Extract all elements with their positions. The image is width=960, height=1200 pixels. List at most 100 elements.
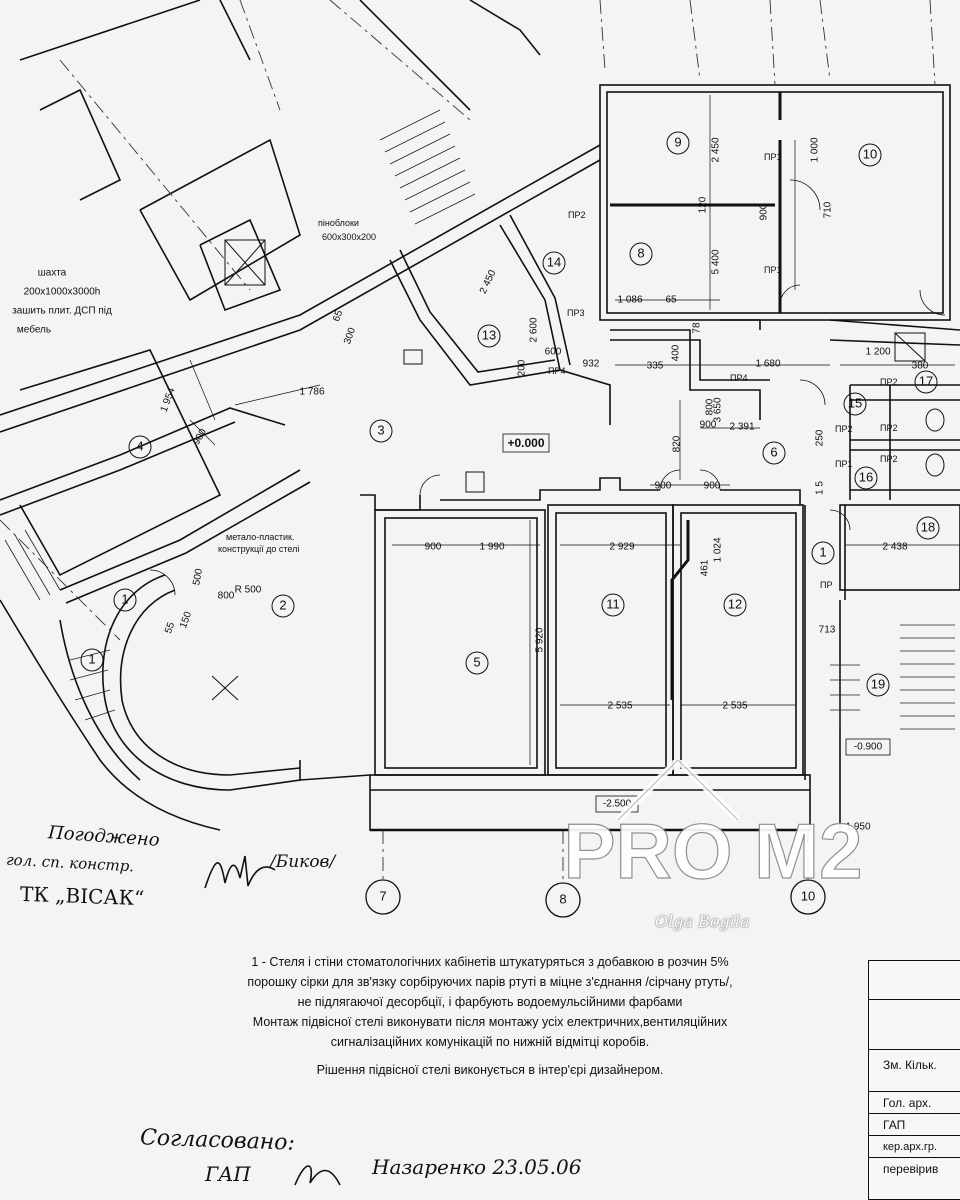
dim: 65 <box>331 309 345 324</box>
room-14-label: 14 <box>547 254 561 269</box>
note-line-5: сигналізаційних комунікацій по нижній ві… <box>330 1035 650 1049</box>
dim: 380 <box>912 361 929 372</box>
note-line-1: 1 - Стеля і стіни стоматологічних кабіне… <box>251 955 729 969</box>
axis-8-label: 8 <box>559 891 566 906</box>
note-line-3: не підлягаючої десорбції, і фарбують вод… <box>297 995 683 1009</box>
dim: 710 <box>823 201 834 218</box>
dim: 2 535 <box>722 701 747 712</box>
title-block-row5: перевірив <box>869 1157 960 1179</box>
dim: 2 929 <box>609 542 634 553</box>
room-circles <box>80 131 940 697</box>
door-tag: ПР2 <box>880 377 897 387</box>
foam-blocks-note: 600x300x200 <box>322 232 376 242</box>
room-3-label: 3 <box>377 422 384 437</box>
dim: 200 <box>517 359 528 376</box>
dim: 1 5 <box>815 481 826 495</box>
dim: 55 <box>163 621 177 636</box>
metal-plastic-note: метало-пластик. <box>226 532 295 542</box>
watermark-logo-text: PRO M2 <box>563 807 862 895</box>
plan-notes: шахта 200x1000x3000h зашить плит. ДСП пі… <box>12 218 376 596</box>
dim: 78 <box>692 322 703 334</box>
radius-note: R 500 <box>235 585 262 596</box>
title-block-row3: ГАП <box>869 1113 960 1135</box>
watermark-author: Olga Bogila <box>655 912 750 931</box>
handwritten-agreed-bottom-line3: Назаренко 23.05.06 <box>372 1155 582 1179</box>
note-line-6: Рішення підвісної стелі виконується в ін… <box>316 1063 664 1077</box>
dim: 932 <box>583 359 600 370</box>
room-labels: 1 2 3 4 5 6 8 9 10 11 12 13 14 15 16 17 … <box>88 134 935 691</box>
dim: 1 990 <box>479 542 504 553</box>
room-5-label: 5 <box>473 654 480 669</box>
title-block-blank <box>869 999 960 1049</box>
room-19-label: 19 <box>871 676 885 691</box>
dim: 500 <box>191 567 205 586</box>
room-2-label: 2 <box>279 597 286 612</box>
door-tag: ПР1 <box>764 265 781 275</box>
dim: 900 <box>700 420 717 431</box>
title-block: Зм. Кільк. Гол. арх. ГАП кер.арх.гр. пер… <box>868 960 960 1200</box>
center-cross <box>211 675 239 701</box>
door-tag: ПР4 <box>730 373 747 383</box>
dim: 2 535 <box>607 701 632 712</box>
general-notes: 1 - Стеля і стіни стоматологічних кабіне… <box>150 952 830 1080</box>
metal-plastic-note: конструкції до стелі <box>218 544 299 554</box>
room-11-label: 11 <box>606 596 620 611</box>
dim: 150 <box>178 610 194 630</box>
door-tag: ПР1 <box>764 152 781 162</box>
dim: 300 <box>342 326 358 346</box>
level-marks: +0.000 -2.500 -0.900 1.950 <box>502 433 891 833</box>
dim: 2 450 <box>711 137 722 162</box>
door-tag: ПР2 <box>568 210 585 220</box>
dim: 250 <box>815 429 826 446</box>
title-block-row2: Гол. арх. <box>869 1091 960 1113</box>
dim: 5 920 <box>535 627 546 652</box>
dim: 713 <box>819 625 836 636</box>
room-16-label: 16 <box>859 469 873 484</box>
door-tag: ПР2 <box>835 424 852 434</box>
handwritten-agreed-bottom-line2: ГАП <box>205 1162 251 1186</box>
stair-hatching <box>4 109 955 730</box>
axis-7-label: 7 <box>379 888 386 903</box>
dim: 900 <box>425 542 442 553</box>
axis-10-label: 10 <box>801 888 815 903</box>
room-15-label: 15 <box>848 395 862 410</box>
door-tag: ПР3 <box>567 308 584 318</box>
room-8-label: 8 <box>637 245 644 260</box>
level-minus-900: -0.900 <box>854 742 883 753</box>
dim: 2 450 <box>478 268 499 296</box>
note-line-4: Монтаж підвісної стелі виконувати після … <box>252 1015 728 1029</box>
room-1b-label: 1 <box>819 544 826 559</box>
fixtures <box>224 239 945 493</box>
dim: 1 000 <box>810 137 821 162</box>
door-tag: ПР4 <box>548 366 565 376</box>
door-tag: ПР1 <box>835 459 852 469</box>
dim: 820 <box>672 435 683 452</box>
walls <box>0 0 960 832</box>
room-9-label: 9 <box>674 134 681 149</box>
dim: 1 024 <box>713 537 724 562</box>
room-17-label: 17 <box>919 373 933 388</box>
handwritten-signature-name: /Биков/ <box>270 852 336 872</box>
door-tag: ПР2 <box>880 454 897 464</box>
signature-scribble-2 <box>294 1165 341 1186</box>
dim: 400 <box>671 344 682 361</box>
axis-dashed-lines <box>0 0 936 880</box>
dim: 65 <box>665 295 677 306</box>
shaft-note: мебель <box>17 324 51 336</box>
room-12-label: 12 <box>728 596 742 611</box>
door-tags: ПР1 ПР1 ПР2 ПР2 ПР3 ПР4 ПР4 ПР2 ПР2 ПР2 … <box>548 152 897 590</box>
handwritten-agreed-bottom-line1: Согласовано: <box>139 1125 296 1156</box>
room-18-label: 18 <box>921 519 935 534</box>
dim: 120 <box>698 196 709 213</box>
dim: 2 391 <box>729 422 754 433</box>
dim: 1 786 <box>299 387 324 398</box>
door-swings <box>149 179 946 596</box>
shaft-note: зашить плит. ДСП під <box>12 306 112 317</box>
handwritten-agreed-top-line3: ТК „ВІСАК“ <box>19 881 145 911</box>
dimension-labels: 900 1 990 2 929 1 024 2 438 461 2 535 2 … <box>159 137 929 712</box>
dim: 900 <box>191 427 209 447</box>
dim: 5 400 <box>711 249 722 274</box>
title-block-row1: Зм. Кільк. <box>869 1049 960 1079</box>
dim: 461 <box>700 559 711 576</box>
